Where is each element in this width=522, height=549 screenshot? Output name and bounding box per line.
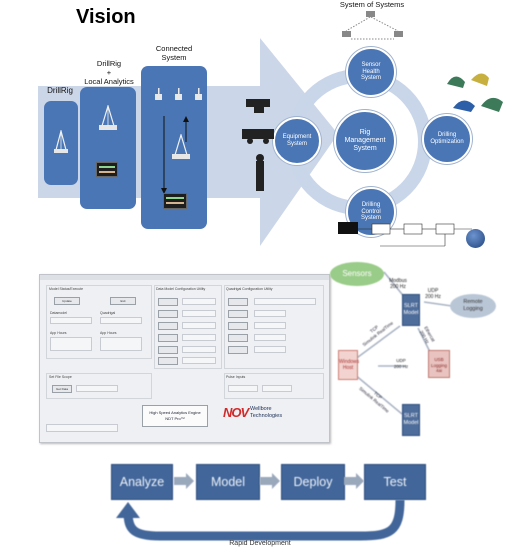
config-row-button[interactable] [158,310,178,318]
group-pulse-inputs [224,373,324,399]
app-hours-field[interactable] [100,337,142,351]
workflow-arrows [116,473,405,541]
app-hours-field[interactable] [50,337,92,351]
status-orb-icon [466,229,485,248]
analytics-screen-icon [163,193,187,209]
config-row-button[interactable] [228,322,248,330]
workflow-step: Deploy [281,464,345,500]
config-row-button[interactable] [158,322,178,330]
usb-logging: USB Logging 4ai [428,350,450,378]
status-bar-field [46,424,118,432]
slrt-model-top: SLRT Model [402,294,420,326]
config-row-field[interactable] [182,298,216,305]
remote-rig-icon [155,88,202,100]
group-data-model-config [154,285,222,369]
modbus-label: Modbus 200 Hz [389,278,407,290]
rapid-development-label: Rapid Development [229,540,291,547]
config-row-field[interactable] [254,310,286,317]
config-row-button[interactable] [158,346,178,354]
pulse-input-field[interactable] [228,385,258,392]
workflow-step: Model [196,464,260,500]
architecture-diagram: Sensors Modbus 200 Hz SLRT Model UDP 200… [318,258,522,450]
remote-logging-cloud: Remote Logging [450,294,496,318]
config-row-field[interactable] [182,346,216,353]
field-label: Pulse Inputs [226,375,246,379]
config-row-field[interactable] [182,322,216,329]
config-row-button[interactable] [158,334,178,342]
config-row-button[interactable] [158,298,178,306]
node-drilling-optimization: Drilling Optimization [422,114,472,164]
config-row-field[interactable] [254,322,286,329]
control-block-diagram-icon [338,222,472,247]
config-row-field[interactable] [182,357,216,364]
sensor-surface-plots-icon [447,73,503,112]
window-title-bar [40,275,329,280]
drill-rig-icon [172,134,190,159]
connection-arrows-icon [161,116,189,194]
equipment-silhouette-icon [242,99,274,191]
system-of-systems-label: System of Systems [339,0,405,9]
file-scope-field[interactable] [76,385,118,392]
stage-label-drillrig: DrillRig [47,86,73,95]
udp-bottom-label: UDP 200 Hz [393,358,409,369]
group-quadrigal-config [224,285,324,369]
exit-button[interactable]: Exit [110,297,136,305]
config-row-button[interactable] [228,334,248,342]
nov-logo: NOV [223,405,249,420]
analytics-engine-badge: High Speed Analytics Engine NDT Pro™ [142,405,208,427]
field-label: App Hours [50,331,67,335]
group-set-file-scope [46,373,152,399]
config-row-field[interactable] [182,334,216,341]
config-row-field[interactable] [254,346,286,353]
drill-rig-icon [99,105,117,130]
config-row-button[interactable] [228,298,248,306]
windows-host: Windows Host [338,350,359,380]
config-row-field[interactable] [182,310,216,317]
stage-label-local-analytics: DrillRig + Local Analytics [84,59,134,86]
app-window: Model Status/Execute Update Exit Datamod… [39,274,330,443]
workflow-step: Analyze [111,464,173,500]
field-label: Set File Scope [49,375,72,379]
vision-title: Vision [76,6,136,28]
group-label: Data Model Configuration Utility [156,287,206,291]
workflow-step: Test [364,464,426,500]
group-model-status [46,285,152,359]
vision-section: Vision DrillRig DrillRig + Local Analyti… [0,0,522,255]
config-row-button[interactable] [228,310,248,318]
stage-label-connected: Connected System [155,44,193,62]
sensors-node: Sensors [330,262,384,286]
config-row-button[interactable] [158,357,178,365]
datamodel-field[interactable] [50,317,92,324]
update-button[interactable]: Update [54,297,80,305]
group-label: Model Status/Execute [49,287,84,291]
network-cluster-icon [342,11,403,40]
pulse-input-field[interactable] [262,385,292,392]
field-label: Datamodel [50,311,67,315]
drill-rig-icon [54,130,68,153]
field-label: Quadrigal [100,311,116,315]
quadrigal-field[interactable] [100,317,142,324]
company-name: Wellbore Technologies [250,406,283,419]
config-row-field[interactable] [254,334,286,341]
field-label: App Hours [100,331,117,335]
config-row-field[interactable] [254,298,316,305]
slrt-model-bottom: SLRT Model [402,404,420,436]
node-sensor-health: Sensor Health System [346,47,396,97]
hub-rig-management: Rig Management System [334,110,396,172]
analytics-screen-icon [96,162,118,177]
get-data-button[interactable]: Get Data [52,385,72,393]
group-label: Quadrigal Configuration Utility [226,287,273,291]
node-equipment: Equipment System [273,117,321,165]
udp-top-label: UDP 200 Hz [425,288,441,300]
config-row-button[interactable] [228,346,248,354]
